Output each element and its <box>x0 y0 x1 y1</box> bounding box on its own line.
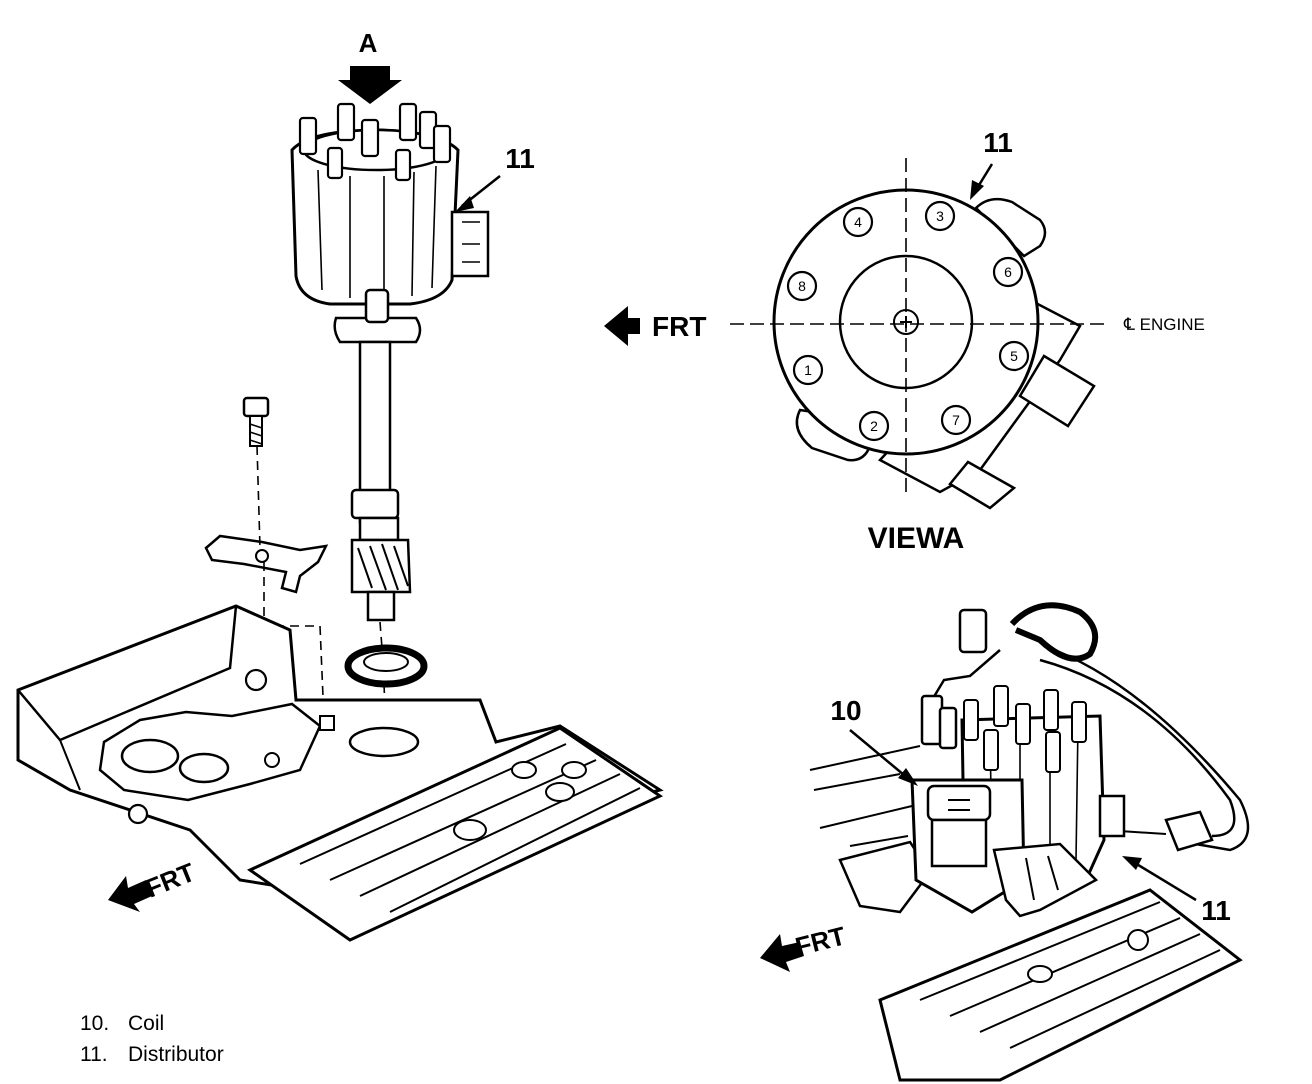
firing-position-2: 2 <box>858 410 890 442</box>
view-arrow-a: A <box>338 28 402 104</box>
firing-position-3: 3 <box>924 200 956 232</box>
parts-legend: 10. Coil 11. Distributor <box>80 1008 224 1070</box>
legend-number: 11. <box>80 1043 108 1066</box>
svg-text:℄ ENGINE: ℄ ENGINE <box>1123 315 1205 334</box>
svg-text:FRT: FRT <box>141 857 199 904</box>
firing-position-4: 4 <box>842 206 874 238</box>
installed-distributor-callout-11: 11 <box>1122 856 1231 926</box>
svg-text:11: 11 <box>983 127 1013 158</box>
firing-position-6: 6 <box>992 256 1024 288</box>
firing-position-label: 4 <box>854 214 862 230</box>
view-a-front-arrow: FRT <box>604 306 706 346</box>
firing-position-1: 1 <box>792 354 824 386</box>
view-a-title: VIEWA <box>868 522 965 555</box>
hold-down-bolt <box>242 396 270 447</box>
distributor-shaft <box>350 340 412 622</box>
firing-position-8: 8 <box>786 270 818 302</box>
view-a-top-diagram: 1 2 3 4 5 6 7 8 <box>730 158 1110 510</box>
firing-position-label: 3 <box>936 208 944 224</box>
distributor-gasket <box>344 644 428 688</box>
view-a-distributor-callout-11: 11 <box>970 127 1013 200</box>
svg-text:FRT: FRT <box>652 311 706 342</box>
svg-text:FRT: FRT <box>792 920 848 961</box>
distributor-cap <box>290 102 490 344</box>
svg-text:11: 11 <box>1201 895 1231 926</box>
firing-position-label: 7 <box>952 412 960 428</box>
hold-down-clamp <box>204 534 329 594</box>
svg-text:10: 10 <box>830 695 861 726</box>
installed-view-front-arrow: FRT <box>760 920 849 972</box>
coil-callout-10: 10 <box>830 695 918 786</box>
firing-position-label: 2 <box>870 418 878 434</box>
svg-text:11: 11 <box>505 143 535 174</box>
legend-text: Distributor <box>128 1043 224 1066</box>
firing-position-7: 7 <box>940 404 972 436</box>
firing-position-5: 5 <box>998 340 1030 372</box>
svg-text:VIEWA: VIEWA <box>868 522 965 555</box>
installed-view-diagram <box>809 602 1250 1082</box>
firing-position-label: 1 <box>804 362 812 378</box>
firing-position-label: 6 <box>1004 264 1012 280</box>
legend-text: Coil <box>128 1012 165 1035</box>
installation-guide-lines <box>256 445 387 737</box>
firing-position-label: 5 <box>1010 348 1018 364</box>
front-direction-arrow: FRT <box>108 857 199 912</box>
legend-item-coil: 10. Coil <box>80 1008 224 1039</box>
engine-intake-manifold <box>16 604 664 942</box>
engine-centerline-label: ℄ ENGINE <box>1123 315 1205 334</box>
distributor-callout-11: 11 <box>455 143 535 212</box>
svg-text:A: A <box>359 28 378 58</box>
legend-number: 10. <box>80 1012 110 1035</box>
firing-position-label: 8 <box>798 278 806 294</box>
legend-item-distributor: 11. Distributor <box>80 1039 224 1070</box>
